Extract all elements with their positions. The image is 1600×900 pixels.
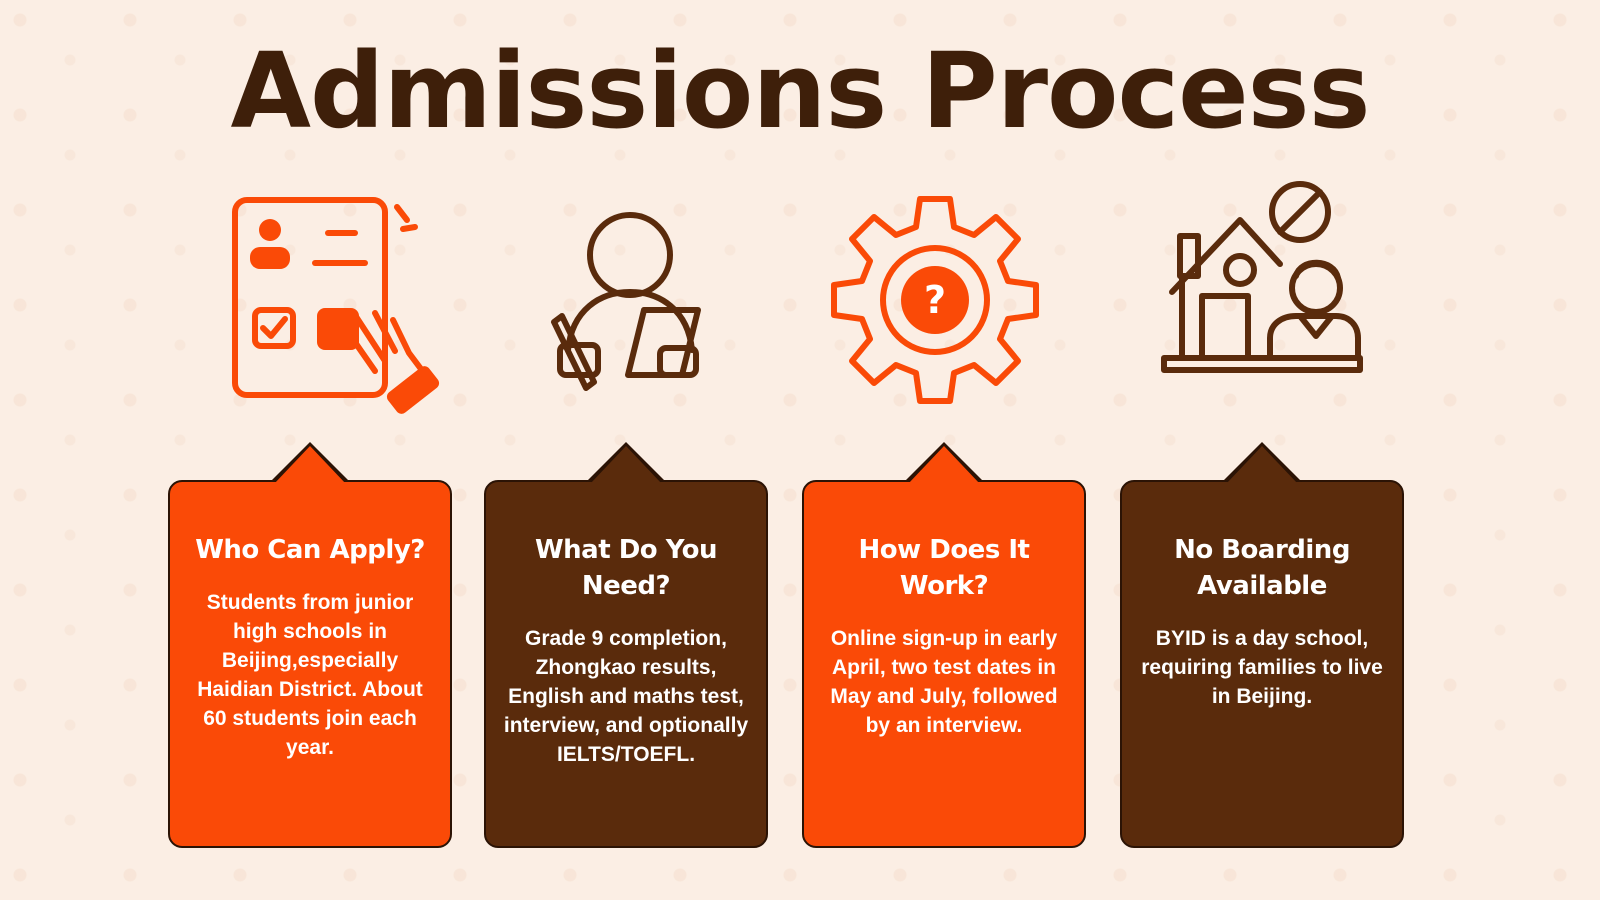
card-body: Online sign-up in early April, two test … — [830, 627, 1058, 737]
card-no-boarding: No Boarding Available BYID is a day scho… — [1120, 442, 1404, 848]
card-heading: How Does It Work? — [858, 535, 1030, 601]
card-body: Students from junior high schools in Bei… — [197, 591, 423, 759]
gear-question-icon: ? — [831, 196, 1039, 404]
card-what-do-you-need: What Do You Need? Grade 9 completion, Zh… — [484, 442, 768, 848]
svg-text:?: ? — [924, 278, 946, 322]
card-heading: What Do You Need? — [534, 535, 718, 601]
card-who-can-apply: Who Can Apply? Students from junior high… — [168, 442, 452, 848]
card-heading: No Boarding Available — [1174, 535, 1350, 601]
student-reading-icon — [551, 212, 701, 391]
no-boarding-house-icon — [1161, 181, 1363, 373]
application-form-icon — [232, 197, 440, 414]
page-title: Admissions Process — [230, 30, 1371, 152]
card-body: BYID is a day school, requiring families… — [1141, 627, 1383, 708]
card-heading: Who Can Apply? — [195, 535, 425, 565]
card-how-does-it-work: How Does It Work? Online sign-up in earl… — [802, 442, 1086, 848]
card-body: Grade 9 completion, Zhongkao results, En… — [503, 627, 749, 766]
